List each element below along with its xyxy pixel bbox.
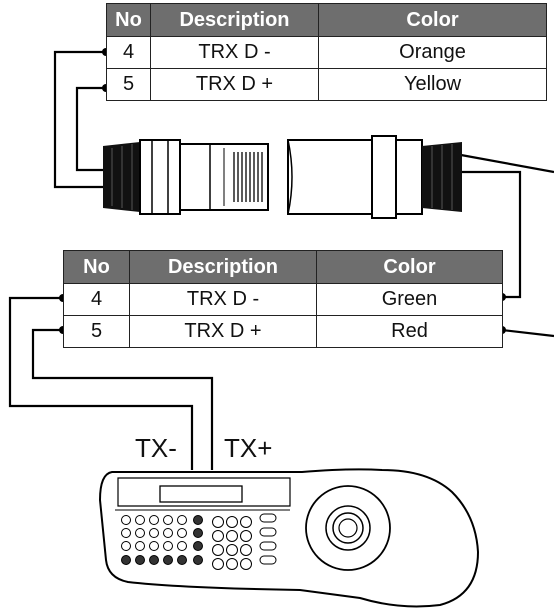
bottom-pinout-table: No Description Color 4 TRX D - Green 5 T… bbox=[63, 250, 503, 348]
cell-description: TRX D - bbox=[150, 36, 319, 69]
column-header-description: Description bbox=[129, 250, 317, 284]
rj45-plug-left bbox=[103, 139, 269, 215]
table-row: 4 TRX D - Green bbox=[63, 283, 503, 316]
cell-color: Red bbox=[316, 315, 503, 348]
column-header-description: Description bbox=[150, 3, 319, 37]
joystick bbox=[305, 485, 391, 571]
tx-plus-label: TX+ bbox=[224, 433, 273, 463]
column-header-no: No bbox=[63, 250, 130, 284]
column-header-color: Color bbox=[318, 3, 547, 37]
cell-description: TRX D - bbox=[129, 283, 317, 316]
cell-no: 4 bbox=[63, 283, 130, 316]
wire-top-pin5 bbox=[75, 86, 106, 172]
table-row: 5 TRX D + Yellow bbox=[106, 68, 547, 101]
cell-color: Green bbox=[316, 283, 503, 316]
wire-tx-minus bbox=[8, 296, 194, 470]
cell-no: 5 bbox=[63, 315, 130, 348]
cell-color: Yellow bbox=[318, 68, 547, 101]
table-row: 5 TRX D + Red bbox=[63, 315, 503, 348]
column-header-no: No bbox=[106, 3, 151, 37]
wire-right-pin5 bbox=[460, 153, 554, 174]
wire-right-pin4 bbox=[461, 170, 522, 299]
cell-no: 4 bbox=[106, 36, 151, 69]
cell-description: TRX D + bbox=[150, 68, 319, 101]
cell-no: 5 bbox=[106, 68, 151, 101]
wire-bottom-pin5-right bbox=[501, 328, 554, 338]
top-pinout-table: No Description Color 4 TRX D - Orange 5 … bbox=[106, 3, 547, 101]
lcd-display bbox=[159, 485, 243, 503]
table-row: 4 TRX D - Orange bbox=[106, 36, 547, 69]
ptz-controller-keyboard bbox=[98, 468, 480, 608]
cell-color: Orange bbox=[318, 36, 547, 69]
wire-tx-plus bbox=[31, 328, 214, 470]
table-header-row: No Description Color bbox=[106, 3, 547, 37]
cell-description: TRX D + bbox=[129, 315, 317, 348]
rj45-jack-right bbox=[287, 135, 462, 219]
wire-top-pin4 bbox=[53, 50, 106, 189]
tx-minus-label: TX- bbox=[135, 433, 177, 463]
table-header-row: No Description Color bbox=[63, 250, 503, 284]
column-header-color: Color bbox=[316, 250, 503, 284]
